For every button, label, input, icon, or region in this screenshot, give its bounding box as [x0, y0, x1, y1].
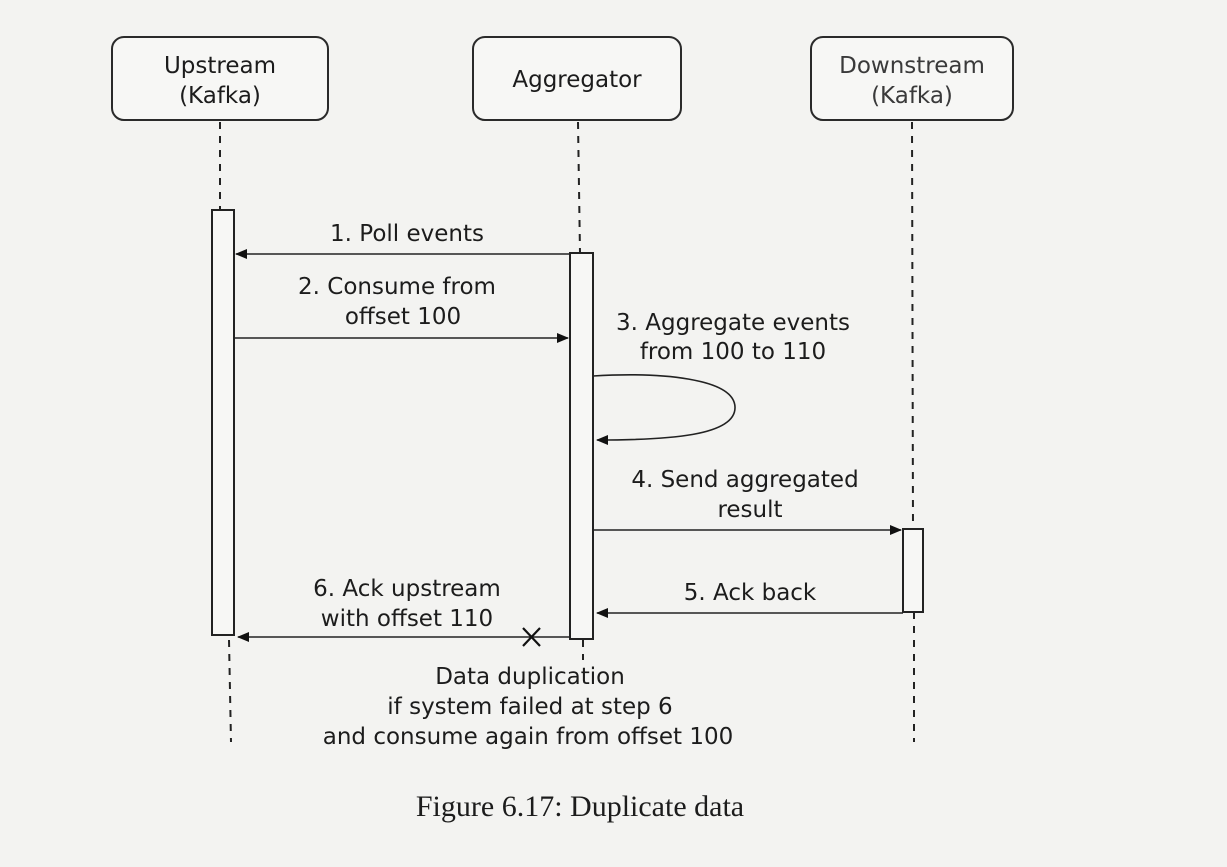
message-2-label-line1: 2. Consume from	[298, 274, 496, 300]
message-1-label: 1. Poll events	[330, 221, 484, 247]
note-line-2: if system failed at step 6	[387, 694, 672, 720]
message-6-label-line2: with offset 110	[321, 606, 493, 632]
activation-upstream	[211, 209, 235, 636]
message-4-label-line1: 4. Send aggregated	[631, 467, 858, 493]
participant-upstream-line1: Upstream	[164, 53, 276, 79]
message-6-label-line1: 6. Ack upstream	[313, 576, 501, 602]
note-line-3: and consume again from offset 100	[323, 724, 734, 750]
message-5-label: 5. Ack back	[684, 580, 817, 606]
lifeline-downstream-top	[911, 121, 914, 530]
lifeline-upstream-bottom	[228, 639, 232, 743]
participant-aggregator-label: Aggregator	[512, 67, 642, 93]
participant-upstream: Upstream (Kafka)	[111, 36, 329, 121]
failure-x-mark	[522, 627, 541, 647]
participant-downstream-line1: Downstream	[839, 53, 985, 79]
message-4-label-line2: result	[717, 497, 782, 523]
activation-aggregator	[569, 252, 594, 640]
message-3-label-line1: 3. Aggregate events	[616, 310, 850, 336]
participant-downstream-line2: (Kafka)	[871, 83, 953, 109]
participant-upstream-line2: (Kafka)	[179, 83, 261, 109]
message-2-label-line2: offset 100	[345, 304, 461, 330]
message-3-self-arrow	[592, 374, 736, 445]
activation-downstream	[902, 528, 924, 613]
lifeline-aggregator-top	[577, 121, 581, 254]
participant-aggregator: Aggregator	[472, 36, 682, 121]
participant-downstream: Downstream (Kafka)	[810, 36, 1014, 121]
note-line-1: Data duplication	[435, 664, 625, 690]
message-3-label-line2: from 100 to 110	[640, 339, 826, 365]
figure-caption: Figure 6.17: Duplicate data	[415, 790, 745, 823]
